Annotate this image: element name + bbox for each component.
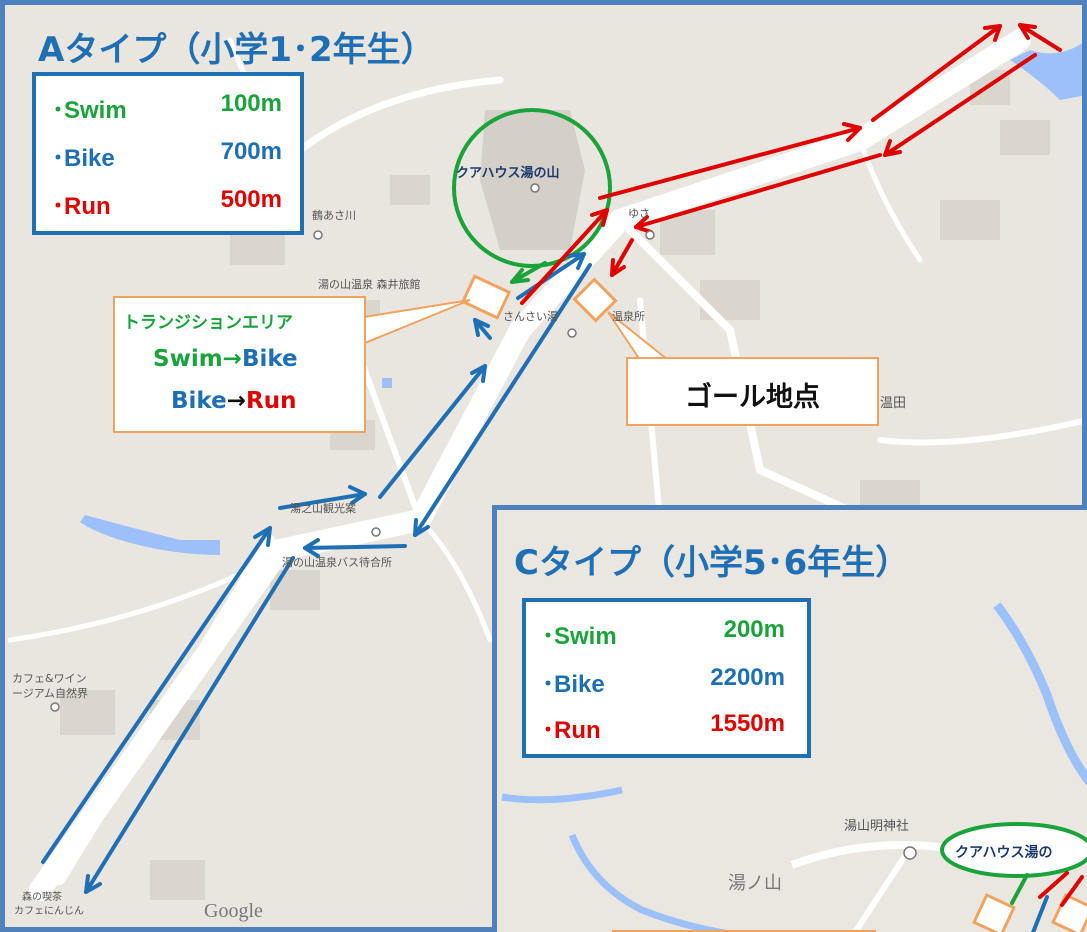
asakawa-label: 鶴あさ川 <box>312 209 356 222</box>
swim-area-ellipse-c <box>940 822 1087 878</box>
legend-name: ･Bike <box>542 671 605 698</box>
legend-row-bike: ･Bike 700m <box>36 138 300 178</box>
panel-c-frame <box>492 505 1087 932</box>
goal-marker <box>572 277 618 323</box>
sansai-label: さんさい湯 <box>503 310 558 323</box>
morii-label: 湯の山温泉 森井旅館 <box>318 278 421 291</box>
transition-line1: Swim→Bike <box>153 346 298 372</box>
bus-stop2-label: 湯の山温泉バス待合所 <box>282 556 392 569</box>
legend-name: ･Run <box>52 193 111 220</box>
swim-area-circle <box>452 108 612 268</box>
legend-distance: 100m <box>220 90 282 117</box>
legend-distance: 1550m <box>710 710 785 737</box>
transition-line1-to: Bike <box>241 346 298 372</box>
cafe1-label: カフェ&ワイン <box>12 672 87 685</box>
panel-a-legend: ･Swim 100m ･Bike 700m ･Run 500m <box>32 72 304 235</box>
goal-callout: ゴール地点 <box>626 357 879 426</box>
legend-distance: 200m <box>723 616 785 643</box>
legend-name: ･Bike <box>52 145 115 172</box>
transition-line2-to: Run <box>245 388 297 414</box>
transition-heading: トランジションエリア <box>123 313 293 333</box>
panel-c-title: Cタイプ（小学5･6年生） <box>514 543 910 583</box>
sansai2-label: 温泉所 <box>612 310 645 323</box>
panel-a-title: Aタイプ（小学1･2年生） <box>38 30 435 70</box>
panel-c: 湯山明神社 クアハウス湯の 湯ノ山 Cタイプ（小学5･6年生） ･Swim 20… <box>492 505 1087 932</box>
onsen-field-label: 温田 <box>880 396 907 411</box>
goal-label: ゴール地点 <box>685 382 820 413</box>
panel-c-legend: ･Swim 200m ･Bike 2200m ･Run 1550m <box>522 598 811 758</box>
legend-name: ･Swim <box>542 623 617 650</box>
callout-c-edge <box>612 930 876 932</box>
bus-stop1-label: 湯之山観光案 <box>290 502 356 515</box>
cafe4-label: カフェにんじん <box>14 906 84 917</box>
legend-row-swim: ･Swim 100m <box>36 90 300 130</box>
transition-line2-from: Bike <box>171 388 227 414</box>
arrow-right-icon: → <box>222 346 242 372</box>
legend-distance: 700m <box>220 138 282 165</box>
google-watermark: Google <box>204 900 263 922</box>
arrow-right-icon: → <box>226 388 246 414</box>
legend-row-run: ･Run 1550m <box>526 710 807 750</box>
legend-row-swim: ･Swim 200m <box>526 616 807 656</box>
legend-distance: 2200m <box>710 664 785 691</box>
cafe3-label: 森の喫茶 <box>22 892 62 903</box>
legend-distance: 500m <box>220 186 282 213</box>
panel-c-map <box>501 602 1087 932</box>
transition-line1-from: Swim <box>153 346 223 372</box>
cafe2-label: ージアム自然界 <box>12 687 89 700</box>
yuza-label: ゆさ <box>628 207 650 220</box>
pool-c-label: クアハウス湯の <box>955 845 1053 861</box>
transition-marker <box>460 274 512 320</box>
transition-callout: トランジションエリア Swim→Bike Bike→Run <box>113 296 366 433</box>
pool-label: クアハウス湯の山 <box>456 166 560 181</box>
legend-row-run: ･Run 500m <box>36 186 300 226</box>
shrine-label: 湯山明神社 <box>844 819 910 834</box>
legend-row-bike: ･Bike 2200m <box>526 664 807 704</box>
transition-line2: Bike→Run <box>171 388 296 414</box>
legend-name: ･Swim <box>52 97 127 124</box>
yunoyama-label: 湯ノ山 <box>728 873 782 894</box>
legend-name: ･Run <box>542 717 601 744</box>
